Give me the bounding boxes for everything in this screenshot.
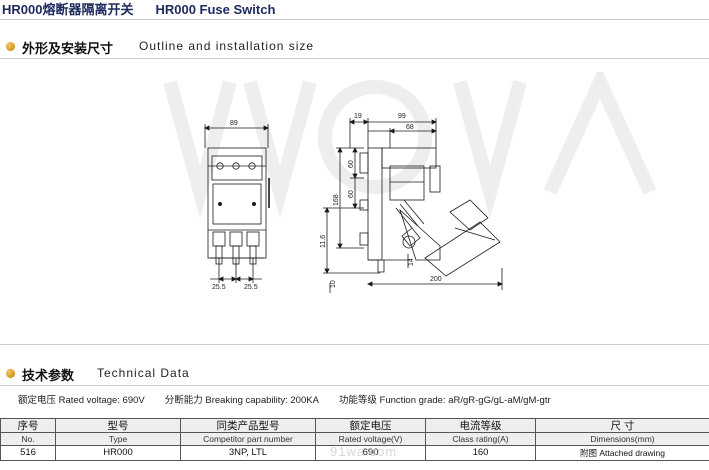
technical-top-divider (0, 344, 709, 345)
cell-rating: 160 (425, 445, 536, 461)
header-rating-en: Class rating(A) (425, 432, 536, 446)
technical-divider (0, 385, 709, 386)
header-voltage-cn: 额定电压 (315, 418, 426, 433)
side-dim-60a: 60 (348, 160, 355, 168)
spec-table: 序号 型号 同类产品型号 额定电压 电流等级 尺 寸 No. Type Comp… (0, 418, 709, 461)
function-grade-spec: 功能等级 Function grade: aR/gR-gG/gL-aM/gM-g… (338, 395, 551, 406)
rated-voltage-spec: 额定电压 Rated voltage: 690V (18, 395, 145, 406)
side-dim-19: 19 (354, 113, 362, 120)
header-type-en: Type (55, 432, 181, 446)
header-dimensions-cn: 尺 寸 (535, 418, 709, 433)
front-pitch-right-label: 25.5 (244, 284, 258, 291)
side-dim-200: 200 (430, 276, 442, 283)
cell-voltage: 690 (315, 445, 426, 461)
technical-heading-en: Technical Data (97, 366, 190, 380)
bullet-icon (6, 369, 15, 378)
header-no-en: No. (0, 432, 56, 446)
header-competitor-cn: 同类产品型号 (180, 418, 316, 433)
cell-dimensions: 附图 Attached drawing (535, 445, 709, 461)
side-dim-60b: 60 (348, 190, 355, 198)
breaking-capacity-spec: 分断能力 Breaking capability: 200KA (164, 395, 319, 406)
header-divider (0, 19, 709, 20)
site-watermark: 91wa.com (330, 444, 398, 459)
table-row: 516 HR000 3NP, LTL 690 160 附图 Attached d… (0, 445, 709, 461)
front-width-label: 89 (230, 120, 238, 127)
outline-divider (0, 58, 709, 59)
cell-type: HR000 (55, 445, 181, 461)
watermark-graphic (163, 72, 657, 219)
side-dim-68: 68 (406, 124, 414, 131)
side-dim-14: 14 (408, 258, 415, 266)
outline-drawing: 89 25.5 25.5 19 99 68 60 60 168 11.6 10 … (204, 113, 503, 293)
header-no-cn: 序号 (0, 418, 56, 433)
front-view (204, 124, 270, 283)
side-dim-11-6: 11.6 (320, 235, 327, 248)
side-dim-10: 10 (330, 280, 337, 288)
header-type-cn: 型号 (55, 418, 181, 433)
header-dimensions-en: Dimensions(mm) (535, 432, 709, 446)
side-dim-168: 168 (333, 194, 340, 206)
side-view (323, 118, 503, 293)
technical-heading-cn: 技术参数 (22, 368, 75, 383)
outline-heading-en: Outline and installation size (139, 39, 315, 53)
header-competitor-en: Competitor part number (180, 432, 316, 446)
bullet-icon (6, 42, 15, 51)
outline-heading-cn: 外形及安装尺寸 (22, 41, 114, 56)
table-header-row-cn: 序号 型号 同类产品型号 额定电压 电流等级 尺 寸 (0, 418, 709, 433)
header-rating-cn: 电流等级 (425, 418, 536, 433)
cell-competitor: 3NP, LTL (180, 445, 316, 461)
page-title: HR000熔断器隔离开关 HR000 Fuse Switch (2, 0, 275, 18)
front-pitch-left-label: 25.5 (212, 284, 226, 291)
cell-no: 516 (0, 445, 56, 461)
spec-line: 额定电压 Rated voltage: 690V 分断能力 Breaking ca… (18, 392, 554, 406)
title-en: HR000 Fuse Switch (155, 2, 276, 17)
side-dim-99: 99 (398, 113, 406, 120)
title-cn: HR000熔断器隔离开关 (2, 2, 134, 17)
